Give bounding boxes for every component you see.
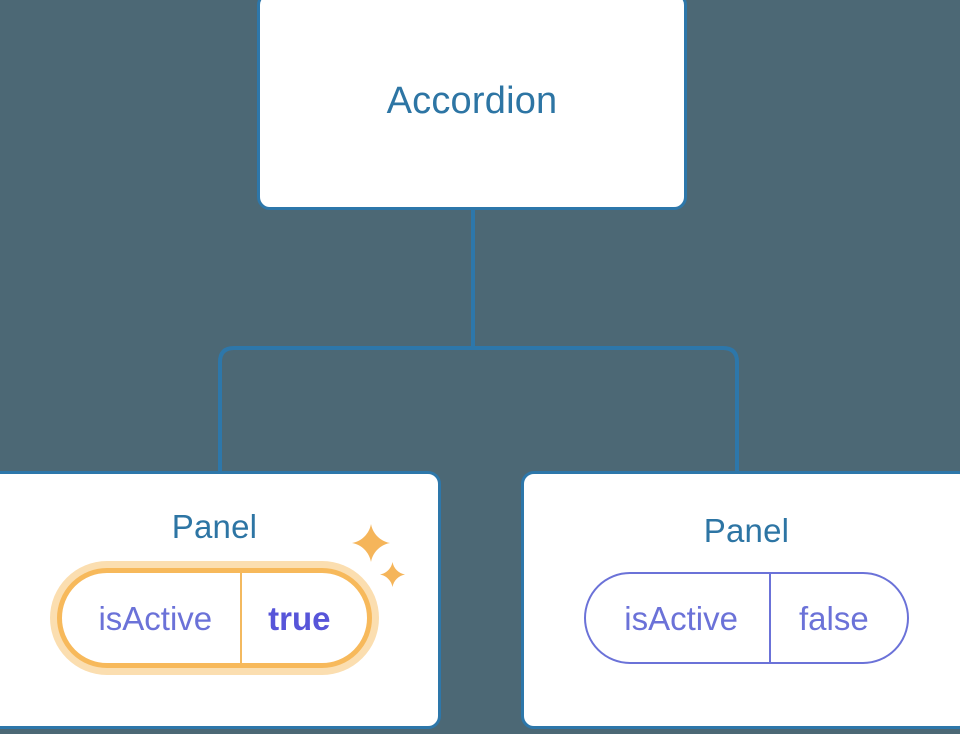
right-branch-connector <box>473 346 739 474</box>
node-panel-left-title: Panel <box>171 508 258 545</box>
node-panel-left[interactable]: Panel isActive true <box>0 471 441 729</box>
sparkle-icon <box>379 562 405 587</box>
node-panel-right-title: Panel <box>703 512 790 549</box>
left-branch-connector <box>218 346 473 474</box>
prop-pill-wrapper-right: isActive false <box>584 572 909 664</box>
prop-pill-wrapper-left: isActive true <box>57 524 405 668</box>
prop-value: false <box>798 599 869 637</box>
prop-key: isActive <box>586 574 771 662</box>
sparkle-group <box>351 524 410 592</box>
prop-pill-isactive-false[interactable]: isActive false <box>584 572 909 664</box>
node-panel-right[interactable]: Panel isActive false <box>521 471 960 729</box>
node-accordion[interactable]: Accordion <box>257 0 687 210</box>
prop-value: true <box>268 599 331 637</box>
prop-pill-isactive-true[interactable]: isActive true <box>57 568 372 668</box>
prop-key: isActive <box>62 573 243 663</box>
sparkle-icon <box>351 524 390 562</box>
node-accordion-title: Accordion <box>386 80 558 122</box>
